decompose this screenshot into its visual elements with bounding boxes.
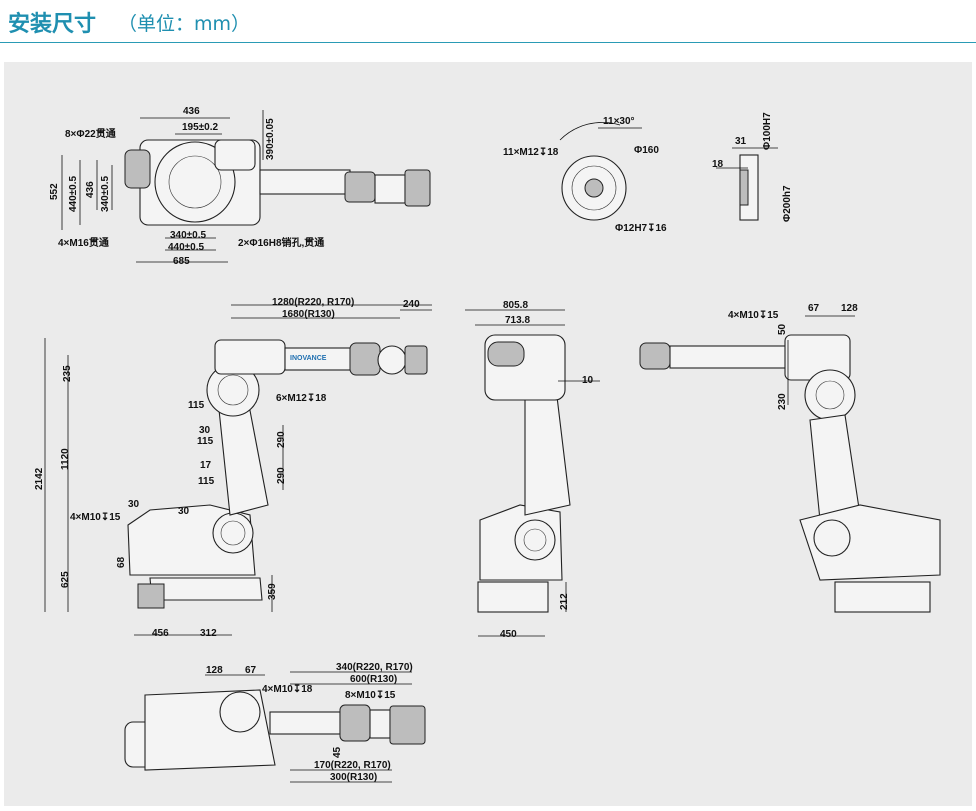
dim-685: 685 — [173, 256, 190, 267]
pin-holes-label: 2×Φ16H8销孔,贯通 — [238, 236, 324, 249]
bottom-dim-67: 67 — [245, 665, 257, 676]
dim-30-b: 30 — [128, 499, 140, 510]
dim-10: 10 — [582, 375, 594, 386]
dim-552: 552 — [49, 183, 60, 200]
section-title: 安装尺寸 — [8, 12, 97, 37]
dim-312: 312 — [200, 628, 217, 639]
dim-195: 195±0.2 — [182, 122, 219, 133]
dim-240: 240 — [403, 299, 420, 310]
bottom-dim-170: 170(R220, R170) — [314, 760, 391, 771]
dim-2142: 2142 — [34, 467, 45, 490]
bottom-m10-15: 8×M10↧15 — [345, 690, 396, 701]
flange-angle-label: 11×30° — [603, 116, 635, 127]
bottom-m10-18: 4×M10↧18 — [262, 684, 313, 695]
dim-456: 456 — [152, 628, 169, 639]
dim-340-vert: 340±0.5 — [100, 175, 111, 212]
dim-390: 390±0.05 — [265, 118, 276, 160]
dim-17: 17 — [200, 460, 212, 471]
bottom-dim-600: 600(R130) — [350, 674, 397, 685]
flange-side-view: 31 18 Φ100H7 Φ200h7 — [712, 112, 793, 222]
flange-pin-label: Φ12H7↧16 — [615, 223, 667, 234]
m10-label: 4×M10↧15 — [70, 512, 121, 523]
m16-label: 4×M16贯通 — [58, 237, 109, 249]
flange-view: 11×30° 11×M12↧18 Φ160 Φ12H7↧16 — [503, 116, 667, 234]
dim-359: 359 — [267, 583, 278, 600]
dim-115-a: 115 — [188, 400, 205, 411]
dim-1120: 1120 — [60, 448, 71, 470]
rear-view: 4×M10↧15 67 128 50 230 — [639, 303, 941, 613]
dim-340-horz: 340±0.5 — [170, 230, 207, 241]
dim-450: 450 — [500, 629, 517, 640]
dim-440-horz: 440±0.5 — [168, 242, 205, 253]
flange-holes-label: 11×M12↧18 — [503, 147, 559, 158]
dim-30-c: 30 — [178, 506, 190, 517]
dim-290-a: 290 — [276, 431, 287, 448]
bottom-dim-340: 340(R220, R170) — [336, 662, 413, 673]
dim-212: 212 — [559, 593, 570, 610]
bottom-dim-128: 128 — [206, 665, 223, 676]
flange-d31: 31 — [735, 136, 747, 147]
top-view: 436 195±0.2 8×Φ22贯通 390±0.05 552 440±0.5… — [49, 106, 431, 267]
dim-713: 713.8 — [505, 315, 530, 326]
unit-note: （单位：mm） — [118, 13, 251, 35]
m12-label: 6×M12↧18 — [276, 393, 327, 404]
dim-115-c: 115 — [198, 476, 215, 487]
dim-625: 625 — [60, 571, 71, 588]
holes-22-label: 8×Φ22贯通 — [65, 128, 116, 140]
rear-dim-128: 128 — [841, 303, 858, 314]
dim-436: 436 — [183, 106, 200, 117]
bottom-dim-45: 45 — [332, 746, 343, 758]
flange-d18: 18 — [712, 159, 724, 170]
dim-115-b: 115 — [197, 436, 214, 447]
dim-68: 68 — [116, 556, 127, 568]
dim-440-vert: 440±0.5 — [68, 175, 79, 212]
bottom-dim-300: 300(R130) — [330, 772, 377, 783]
rear-m10-label: 4×M10↧15 — [728, 310, 779, 321]
side-view: INOVANCE 1280(R220, R170) 1680(R130) 240… — [34, 297, 432, 639]
dim-805: 805.8 — [503, 300, 528, 311]
front-view: 805.8 713.8 10 212 450 — [465, 300, 600, 640]
dim-436-vert: 436 — [85, 181, 96, 198]
dim-235: 235 — [62, 365, 73, 382]
dim-290-b: 290 — [276, 467, 287, 484]
flange-d200: Φ200h7 — [782, 185, 793, 222]
bottom-view: 128 67 340(R220, R170) 600(R130) 4×M10↧1… — [124, 662, 426, 783]
flange-d160: Φ160 — [634, 145, 659, 156]
brand-logo: INOVANCE — [290, 355, 327, 362]
dim-1280: 1280(R220, R170) — [272, 297, 354, 308]
rear-dim-67: 67 — [808, 303, 820, 314]
section-header: 安装尺寸 （单位：mm） — [0, 0, 976, 43]
dim-30-a: 30 — [199, 425, 211, 436]
dim-1680: 1680(R130) — [282, 309, 335, 320]
rear-dim-50: 50 — [777, 323, 788, 335]
rear-dim-230: 230 — [777, 393, 788, 410]
flange-d100: Φ100H7 — [762, 112, 773, 150]
